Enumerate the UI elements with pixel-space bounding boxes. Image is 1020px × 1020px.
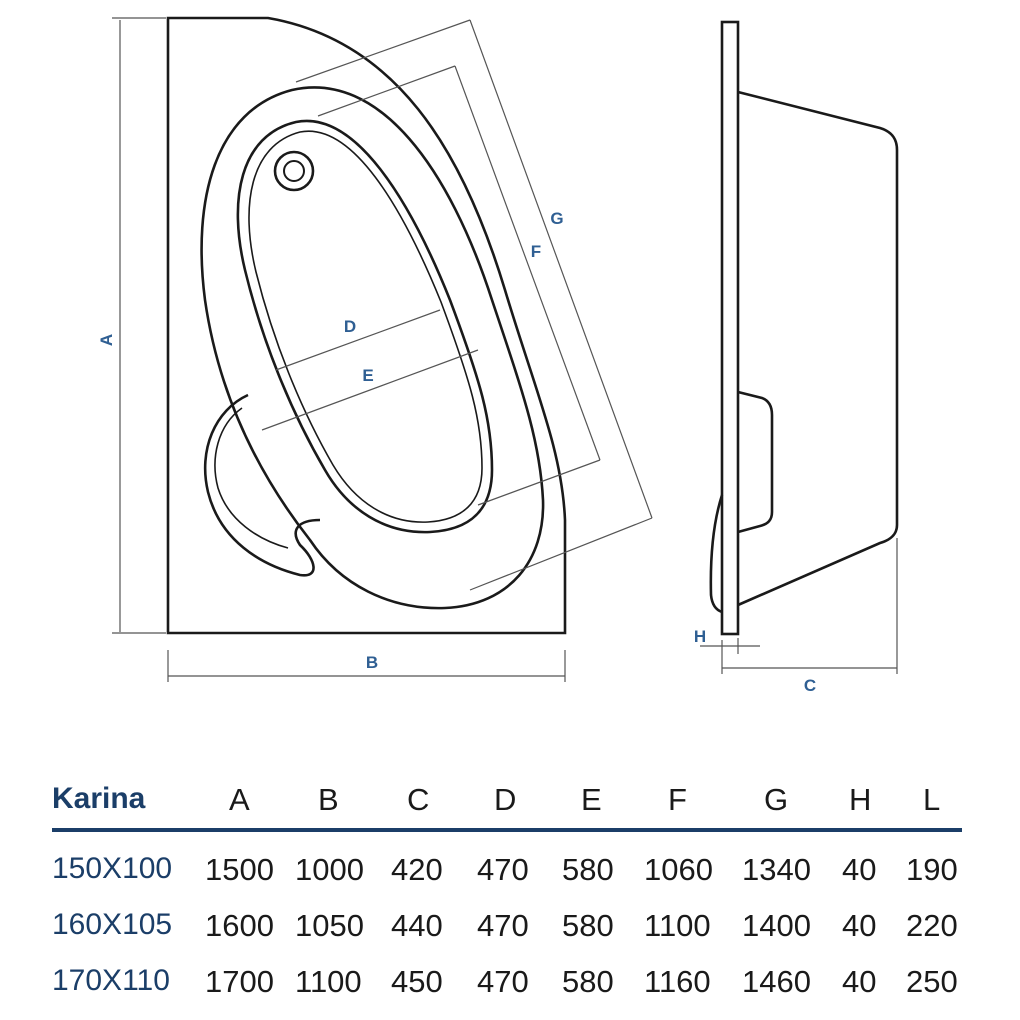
side-view-front <box>709 494 724 614</box>
value-d: 470 <box>477 964 529 999</box>
column-header-f: F <box>668 782 687 817</box>
column-header-g: G <box>764 782 789 817</box>
dim-label-c: C <box>804 676 816 695</box>
tub-rim <box>200 86 545 610</box>
model-size: 170X110 <box>52 964 170 997</box>
value-b: 1050 <box>295 908 364 943</box>
dim-label-e: E <box>362 366 373 385</box>
table-header-row: Karina A B C D E F G H L <box>52 768 962 832</box>
dimensions-table: Karina A B C D E F G H L 150X100 1500 10… <box>52 768 962 1000</box>
value-c: 440 <box>391 908 443 943</box>
side-view-rim <box>720 20 740 636</box>
value-f: 1060 <box>644 852 713 887</box>
value-g: 1460 <box>742 964 811 999</box>
value-d: 470 <box>477 908 529 943</box>
value-h: 40 <box>842 964 877 999</box>
value-b: 1000 <box>295 852 364 887</box>
dim-label-g: G <box>550 209 563 228</box>
side-view-body <box>737 90 899 607</box>
tub-basin <box>236 119 494 534</box>
drain-inner <box>283 160 305 182</box>
value-f: 1160 <box>644 964 711 999</box>
seat-area <box>203 393 321 577</box>
value-c: 420 <box>391 852 443 887</box>
dim-label-f: F <box>531 242 541 261</box>
table-row: 150X100 1500 1000 420 470 580 1060 1340 … <box>52 832 962 888</box>
side-view-dimensions <box>700 538 898 674</box>
value-e: 580 <box>562 852 614 887</box>
seat-area-inner <box>214 407 289 549</box>
value-l: 250 <box>906 964 958 999</box>
table-row: 170X110 1700 1100 450 470 580 1160 1460 … <box>52 944 962 1000</box>
column-header-l: L <box>923 782 941 817</box>
value-e: 580 <box>562 908 614 943</box>
column-header-d: D <box>494 782 517 817</box>
column-header-c: C <box>407 782 430 817</box>
top-view-dimensions <box>112 17 653 682</box>
value-c: 450 <box>391 964 443 999</box>
value-h: 40 <box>842 908 877 943</box>
value-g: 1340 <box>742 852 811 887</box>
dim-label-h: H <box>694 627 706 646</box>
bathtub-technical-drawing: A B C D E F G H <box>97 16 899 695</box>
value-b: 1100 <box>295 964 362 999</box>
tub-basin-inner <box>248 130 483 523</box>
table-title: Karina <box>52 782 146 815</box>
dim-label-d: D <box>344 317 356 336</box>
column-header-h: H <box>849 782 872 817</box>
value-g: 1400 <box>742 908 811 943</box>
value-a: 1500 <box>205 852 274 887</box>
value-a: 1700 <box>205 964 274 999</box>
column-header-b: B <box>318 782 339 817</box>
model-size: 160X105 <box>52 908 173 941</box>
column-header-a: A <box>229 782 250 817</box>
value-d: 470 <box>477 852 529 887</box>
column-header-e: E <box>581 782 602 817</box>
drain-outer <box>273 150 315 192</box>
top-view <box>166 16 567 635</box>
model-size: 150X100 <box>52 852 173 885</box>
value-l: 190 <box>906 852 958 887</box>
dim-label-b: B <box>366 653 378 672</box>
value-l: 220 <box>906 908 958 943</box>
value-e: 580 <box>562 964 614 999</box>
value-a: 1600 <box>205 908 274 943</box>
table-row: 160X105 1600 1050 440 470 580 1100 1400 … <box>52 888 962 944</box>
side-view <box>709 20 899 636</box>
side-view-seat <box>737 390 774 534</box>
top-view-outline <box>166 16 567 635</box>
value-f: 1100 <box>644 908 711 943</box>
value-h: 40 <box>842 852 877 887</box>
dim-label-a: A <box>97 334 116 346</box>
